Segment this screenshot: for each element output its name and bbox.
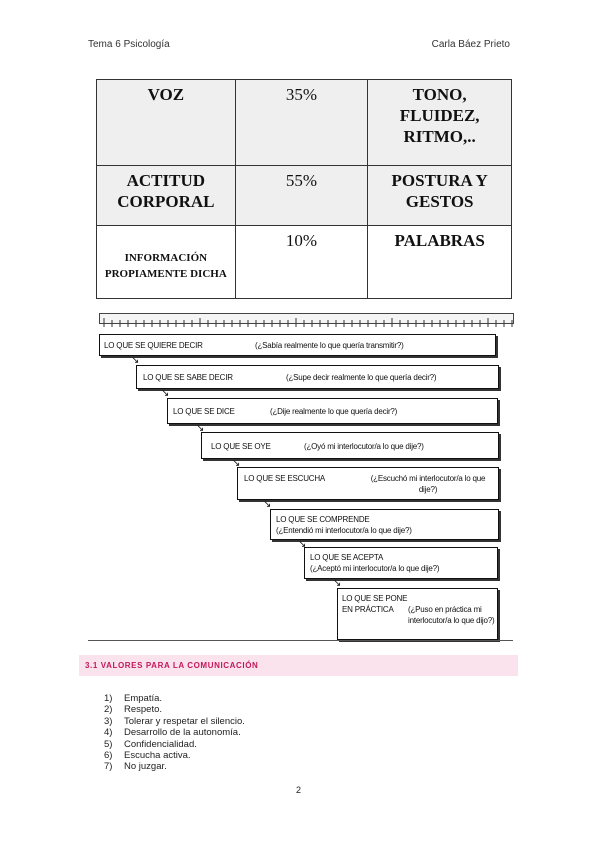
- list-text: Empatía.: [124, 693, 163, 704]
- step-label: LO QUE SE COMPRENDE: [276, 515, 370, 524]
- step-escucha: LO QUE SE ESCUCHA (¿Escuchó mi interlocu…: [237, 467, 499, 500]
- list-text: Desarrollo de la autonomía.: [124, 727, 241, 739]
- header-left: Tema 6 Psicología: [88, 39, 170, 50]
- arrow-down-icon: ↘: [131, 355, 140, 366]
- step-question: (¿Supe decir realmente lo que quería dec…: [286, 373, 437, 382]
- page-number: 2: [296, 785, 302, 795]
- list-number: 1): [104, 693, 113, 704]
- table-percent: 10%: [285, 231, 318, 251]
- list-number: 2): [104, 704, 113, 716]
- table-component: ACTITUD CORPORAL: [117, 171, 215, 212]
- list-number: 3): [104, 715, 113, 727]
- list-item: 6) Escucha activa.: [104, 750, 245, 761]
- step-label: LO QUE SE ESCUCHA: [244, 474, 326, 483]
- arrow-down-icon: ↘: [333, 578, 342, 589]
- table-component: INFORMACIÓN PROPIAMENTE DICHA: [104, 252, 227, 281]
- step-question: (¿Sabía realmente lo que quería transmit…: [255, 341, 404, 350]
- step-question: (¿Oyó mi interlocutor/a lo que dije?): [304, 442, 424, 451]
- step-label: LO QUE SE QUIERE DECIR: [104, 341, 203, 350]
- step-label: LO QUE SE OYE: [211, 442, 271, 451]
- table-percent: 35%: [285, 85, 318, 104]
- list-item: 3) Tolerar y respetar el silencio.: [104, 716, 245, 727]
- list-number: 4): [104, 727, 113, 739]
- list-number: 7): [104, 761, 113, 773]
- list-number: 5): [104, 738, 113, 750]
- list-item: 5) Confidencialidad.: [104, 739, 245, 750]
- step-question: (¿Escuchó mi interlocutor/a lo que dije?…: [370, 474, 486, 494]
- table-component: VOZ: [147, 85, 185, 104]
- list-item: 2) Respeto.: [104, 704, 245, 715]
- step-comprende: LO QUE SE COMPRENDE (¿Entendió mi interl…: [270, 509, 499, 540]
- step-label: LO QUE SE DICE: [173, 407, 235, 416]
- list-text: Tolerar y respetar el silencio.: [124, 715, 245, 727]
- table-row: VOZ 35% TONO, FLUIDEZ, RITMO,..: [96, 78, 512, 167]
- section-band: [79, 655, 518, 676]
- table-elements: PALABRAS: [394, 231, 485, 251]
- list-text: Escucha activa.: [124, 750, 191, 762]
- arrow-down-icon: ↘: [232, 458, 241, 469]
- ruler: [99, 313, 514, 327]
- table-row: ACTITUD CORPORAL 55% POSTURA Y GESTOS: [96, 165, 512, 227]
- step-question: (¿Dije realmente lo que quería decir?): [270, 407, 398, 416]
- values-list: 1) Empatía. 2) Respeto. 3) Tolerar y respet…: [104, 693, 245, 773]
- list-text: No juzgar.: [124, 761, 167, 773]
- arrow-down-icon: ↘: [263, 499, 272, 510]
- table-elements: TONO, FLUIDEZ, RITMO,..: [399, 85, 480, 146]
- table-row: INFORMACIÓN PROPIAMENTE DICHA 10% PALABR…: [96, 225, 512, 299]
- step-question: (¿Puso en práctica mi interlocutor/a lo …: [408, 605, 495, 625]
- step-question: (¿Aceptó mi interlocutor/a lo que dije?): [310, 564, 440, 573]
- header-right: Carla Báez Prieto: [431, 39, 510, 50]
- list-number: 6): [104, 750, 113, 762]
- arrow-down-icon: ↘: [298, 539, 307, 550]
- step-acepta: LO QUE SE ACEPTA (¿Aceptó mi interlocuto…: [304, 547, 498, 579]
- step-oye: LO QUE SE OYE (¿Oyó mi interlocutor/a lo…: [201, 432, 499, 459]
- list-item: 7) No juzgar.: [104, 761, 245, 772]
- arrow-down-icon: ↘: [161, 388, 170, 399]
- list-item: 1) Empatía.: [104, 693, 245, 704]
- step-label: LO QUE SE ACEPTA: [310, 553, 384, 562]
- step-dice: LO QUE SE DICE (¿Dije realmente lo que q…: [167, 398, 498, 424]
- arrow-down-icon: ↘: [196, 423, 205, 434]
- ruler-ticks: [103, 318, 513, 327]
- step-sabe-decir: LO QUE SE SABE DECIR (¿Supe decir realme…: [136, 365, 499, 389]
- table-percent: 55%: [285, 171, 318, 191]
- list-text: Respeto.: [124, 704, 163, 716]
- step-question: (¿Entendió mi interlocutor/a lo que dije…: [276, 526, 412, 535]
- communication-table: VOZ 35% TONO, FLUIDEZ, RITMO,.. ACTITUD …: [96, 78, 512, 299]
- table-elements: POSTURA Y GESTOS: [391, 171, 488, 212]
- list-item: 4) Desarrollo de la autonomía.: [104, 727, 245, 738]
- list-text: Confidencialidad.: [124, 738, 197, 750]
- step-label: LO QUE SE PONE EN PRÁCTICA: [342, 594, 408, 614]
- step-label: LO QUE SE SABE DECIR: [143, 373, 233, 382]
- step-pone-en-practica: LO QUE SE PONE EN PRÁCTICA (¿Puso en prá…: [337, 588, 498, 640]
- divider: [88, 640, 513, 641]
- step-quiere-decir: LO QUE SE QUIERE DECIR (¿Sabía realmente…: [99, 334, 496, 356]
- section-title: 3.1 VALORES PARA LA COMUNICACIÓN: [85, 661, 259, 670]
